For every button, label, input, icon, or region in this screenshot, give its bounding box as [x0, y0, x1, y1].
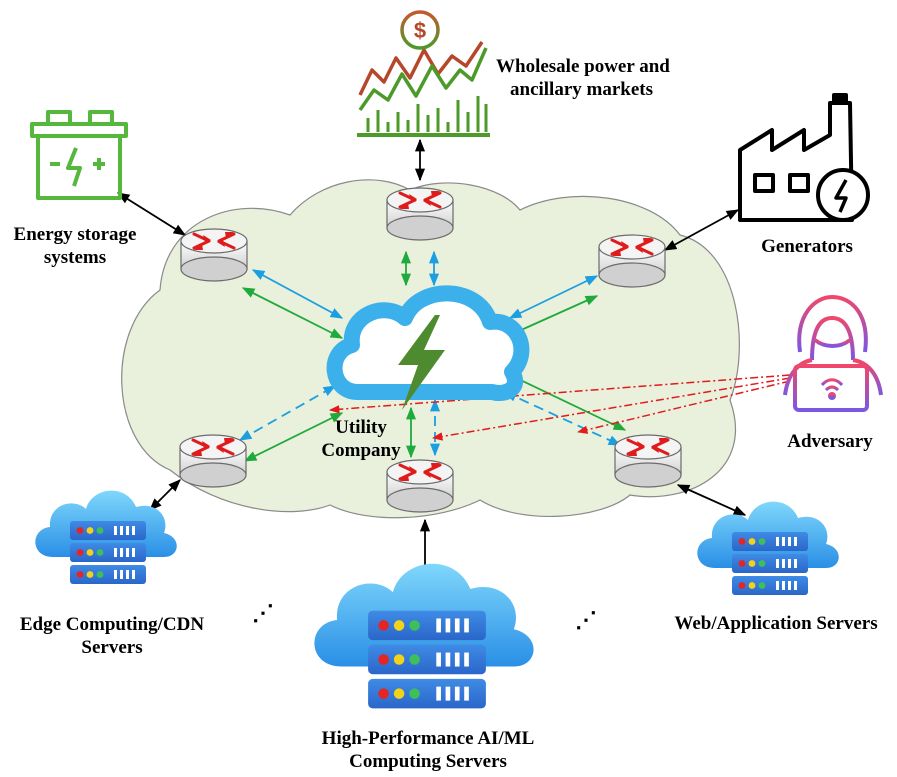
endpoint-links [116, 138, 747, 580]
blue-links [251, 250, 599, 319]
edge-computing-label: Edge Computing/CDN Servers [2, 613, 222, 659]
attack-links [328, 374, 791, 441]
router-bottom [385, 458, 455, 514]
edge-line-1: Edge Computing/CDN [19, 614, 205, 635]
adversary-icon [783, 295, 883, 412]
hpc-server-cloud-icon [314, 563, 534, 709]
router-lower-left [178, 433, 248, 489]
utility-line-2: Company [321, 440, 401, 461]
hpc-line-1: High-Performance AI/ML [321, 728, 535, 749]
adversary-label: Adversary [787, 431, 873, 452]
energy-storage-line-2: systems [43, 247, 107, 268]
utility-cloud-icon [326, 285, 530, 410]
market-chart-icon: $ [355, 8, 490, 137]
wholesale-line-2: ancillary markets [510, 79, 654, 100]
router-top [385, 186, 455, 242]
wholesale-markets-label: Wholesale power and ancillary markets [496, 55, 670, 101]
hpc-servers-label: High-Performance AI/ML Computing Servers [300, 727, 556, 773]
battery-icon [30, 110, 128, 200]
utility-line-1: Utility [335, 417, 387, 438]
router-upper-right [597, 233, 667, 289]
edge-line-2: Servers [81, 637, 143, 658]
web-server-cloud-icon [697, 501, 839, 595]
ellipsis-left: ⋰ [252, 600, 274, 625]
lightning-bolt-icon [398, 315, 445, 410]
wholesale-line-1: Wholesale power and [496, 56, 670, 77]
web-servers-label: Web/Application Servers [674, 613, 878, 634]
hpc-line-2: Computing Servers [349, 751, 507, 772]
ellipsis-right: ⋰ [575, 607, 597, 632]
router-lower-right [613, 433, 683, 489]
energy-storage-line-1: Energy storage [13, 224, 137, 245]
energy-storage-label: Energy storage systems [4, 223, 146, 269]
router-upper-left [179, 227, 249, 283]
blue-dashed-links [238, 385, 622, 457]
generators-label: Generators [761, 236, 853, 257]
utility-company-label: Utility Company [318, 416, 404, 462]
dollar-symbol: $ [414, 18, 426, 43]
factory-icon [738, 93, 870, 222]
